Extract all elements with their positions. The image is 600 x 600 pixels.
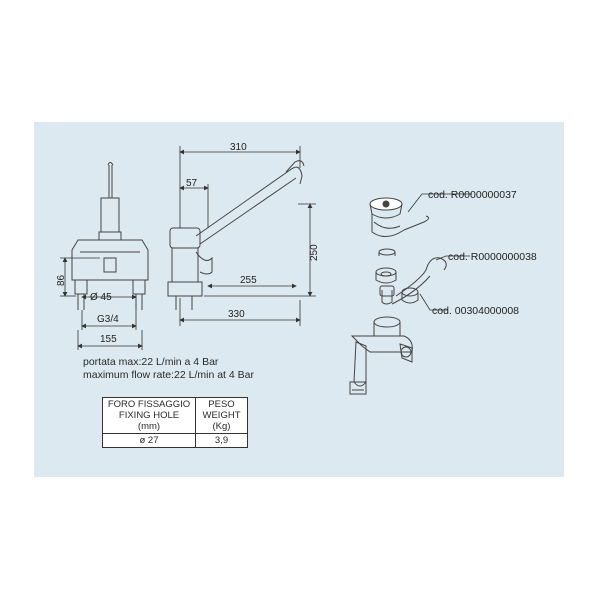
part-codes: cod. R0000000037 cod. R0000000038 cod. 0… — [428, 189, 537, 317]
dim-57: 57 — [186, 178, 198, 189]
spec-value-row: ø 27 3,9 — [102, 433, 248, 448]
dim-330: 330 — [228, 309, 245, 320]
code-spout: cod. R0000000038 — [448, 251, 537, 263]
weight-value: 3,9 — [195, 433, 248, 448]
dim-g34: G3/4 — [97, 314, 119, 325]
spec-table: FORO FISSAGGIO FIXING HOLE (mm) PESO WEI… — [102, 397, 248, 448]
front-view — [71, 162, 149, 310]
exploded-view — [349, 197, 447, 395]
spec-header-row: FORO FISSAGGIO FIXING HOLE (mm) PESO WEI… — [102, 397, 248, 434]
dim-155: 155 — [100, 334, 117, 345]
leader-lines — [407, 193, 472, 311]
dimension-lines — [60, 146, 316, 350]
fixing-hole-header: FORO FISSAGGIO FIXING HOLE (mm) — [102, 397, 196, 434]
dim-255: 255 — [240, 275, 257, 286]
dim-250: 250 — [309, 244, 320, 261]
code-cartridge: cod. 00304000008 — [432, 305, 519, 317]
side-view — [167, 160, 305, 310]
flow-rate-italian: portata max:22 L/min a 4 Bar — [83, 356, 219, 368]
dim-45: Ø 45 — [90, 292, 112, 303]
dimension-labels: 310 57 250 255 330 86 Ø 45 G3/4 155 — [56, 142, 320, 345]
flow-rate-english: maximum flow rate:22 L/min at 4 Bar — [83, 369, 254, 381]
dim-310: 310 — [230, 142, 247, 153]
weight-header: PESO WEIGHT (Kg) — [195, 397, 248, 434]
dim-86: 86 — [56, 274, 67, 286]
code-lever: cod. R0000000037 — [428, 189, 517, 201]
fixing-hole-value: ø 27 — [102, 433, 196, 448]
